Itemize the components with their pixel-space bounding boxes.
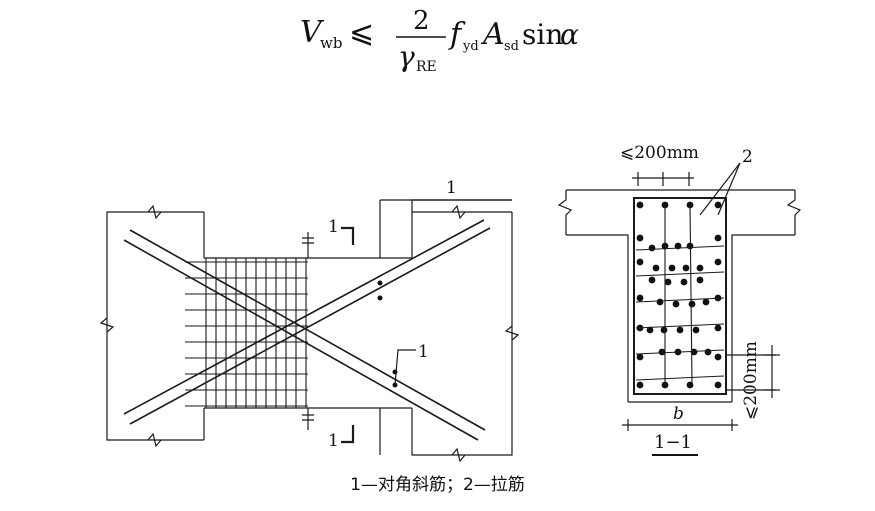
break-mark	[504, 325, 520, 341]
rebar-dot	[658, 348, 666, 356]
right-pier-outline	[411, 199, 512, 258]
stirrup	[633, 197, 727, 395]
section-arrow-top	[341, 226, 355, 245]
callout-label-mid: 1	[418, 342, 429, 362]
rebar-dot	[702, 298, 710, 306]
figure-caption: 1—对角斜筋；2—拉筋	[350, 475, 525, 495]
break-mark	[147, 432, 162, 448]
formula-denominator-sub: RE	[416, 59, 437, 75]
section-view: ⩽200mm 2 ⩽200mm b 1−1	[557, 143, 802, 456]
rebar-dot	[680, 278, 688, 286]
rebar-dot	[668, 264, 676, 272]
diagonal-bar	[129, 229, 486, 431]
rebar-dot	[648, 244, 656, 252]
rebar-dot	[636, 258, 644, 266]
rebar-dot	[636, 353, 644, 361]
callout-label-top: 1	[446, 178, 457, 198]
diagonal-bar	[123, 219, 485, 415]
section-cut-tick	[302, 414, 314, 421]
spacing-top-label: ⩽200mm	[620, 143, 699, 163]
formula-sin: sin	[522, 18, 563, 51]
rebar-dot	[714, 353, 722, 361]
rebar-dot	[696, 276, 704, 284]
rebar-dot	[704, 348, 712, 356]
slab-bottom-right	[731, 234, 795, 402]
formula-denominator: γ	[398, 40, 415, 73]
formula-relation: ⩽	[349, 15, 374, 50]
rebar-dot	[690, 348, 698, 356]
rebar-dot	[696, 264, 704, 272]
break-mark	[557, 190, 573, 235]
rebar-dot	[714, 201, 722, 209]
break-mark	[99, 317, 115, 333]
width-label: b	[673, 404, 684, 424]
tie-bar	[635, 297, 725, 303]
rebar-dot	[636, 234, 644, 242]
tie-bar	[635, 271, 725, 277]
diagonal-bar	[129, 227, 491, 425]
formula-lhs-sub: wb	[320, 34, 342, 52]
rebar-dot	[714, 381, 722, 389]
tie-bar	[635, 323, 725, 329]
rebar-dot	[648, 276, 656, 284]
tie-callout: 2	[742, 147, 753, 167]
tie-leader	[717, 162, 741, 216]
formula-a-sub: sd	[504, 39, 519, 54]
rebar-dot	[682, 264, 690, 272]
rebar-dot	[656, 298, 664, 306]
rebar-dot	[676, 326, 684, 334]
rebar-dot	[664, 278, 672, 286]
rebar-dot	[660, 326, 668, 334]
rebar-dot	[714, 234, 722, 242]
design-formula: V wb ⩽ 2 γ RE f yd A sd sin α	[300, 6, 579, 75]
section-title: 1−1	[654, 432, 692, 453]
section-label-bottom: 1	[328, 431, 339, 451]
anchor-dot	[377, 280, 383, 286]
formula-lhs: V	[300, 15, 325, 50]
rebar-dot	[688, 300, 696, 308]
elevation-view: 1 1 1 1	[99, 178, 520, 463]
tie-bar	[635, 245, 725, 251]
break-mark	[451, 447, 466, 463]
spacing-side-label: ⩽200mm	[741, 341, 761, 420]
section-rebars	[635, 201, 725, 389]
diagonal-bars	[123, 219, 491, 441]
break-mark	[786, 190, 802, 235]
stirrup-mesh	[185, 257, 310, 409]
right-pier-outline	[411, 212, 513, 456]
formula-numerator: 2	[413, 6, 430, 36]
tie-bar	[689, 204, 693, 386]
rebar-dot	[672, 300, 680, 308]
rebar-dot	[692, 326, 700, 334]
tie-bar	[635, 349, 725, 355]
break-mark	[147, 204, 162, 220]
section-cut-tick	[302, 237, 314, 244]
diagonal-bar	[123, 239, 479, 441]
rebar-dot	[714, 324, 722, 332]
rebar-dot	[636, 294, 644, 302]
tie-leader	[699, 162, 741, 216]
tie-bar	[635, 375, 725, 381]
slab-bottom-left	[566, 234, 629, 402]
anchor-dot	[377, 295, 383, 301]
formula-a: A	[480, 17, 505, 52]
left-pier-outline	[106, 211, 204, 441]
break-mark	[451, 204, 466, 220]
formula-f-sub: yd	[462, 39, 479, 54]
section-label-top: 1	[328, 217, 339, 237]
callout-leader	[394, 349, 416, 386]
rebar-dot	[646, 326, 654, 334]
reinforcement-drawing: 1 1 1 1	[99, 143, 802, 463]
formula-angle: α	[560, 18, 579, 51]
section-arrow-bottom	[341, 425, 355, 444]
rebar-dot	[636, 201, 644, 209]
rebar-dot	[652, 264, 660, 272]
rebar-dot	[714, 258, 722, 266]
rebar-dot	[636, 381, 644, 389]
